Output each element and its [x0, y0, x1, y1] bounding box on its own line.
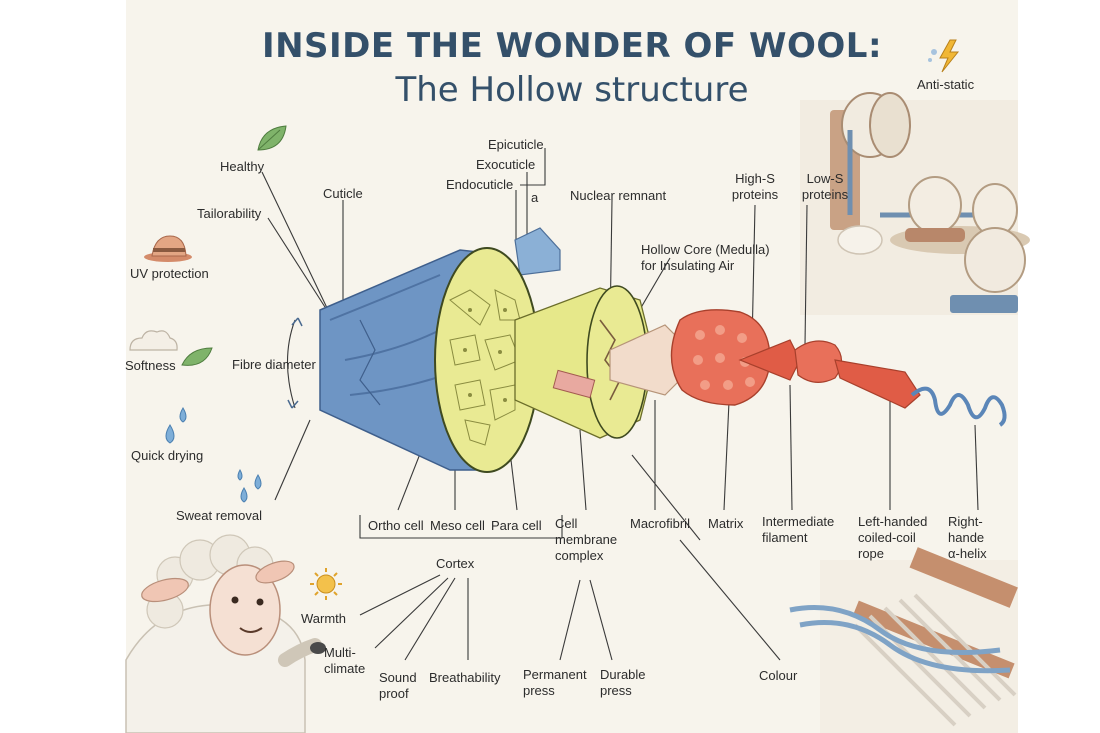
label-durable-press: Durable press [600, 667, 646, 698]
label-quick-drying: Quick drying [131, 448, 204, 463]
label-endocuticle: Endocuticle [446, 177, 514, 192]
loom-icon [789, 547, 1018, 733]
hat-icon [144, 235, 192, 262]
water-drops-icon [237, 468, 262, 503]
label-hollow-core: Hollow Core (Medulla) for Insulating Air [641, 242, 770, 273]
label-softness: Softness [125, 358, 176, 373]
epicuticle-layer [514, 227, 561, 276]
label-high-s-proteins: High-S proteins [731, 171, 779, 202]
label-sound-proof: Sound proof [379, 670, 417, 701]
label-permanent-press: Permanent press [523, 667, 587, 698]
label-cortex: Cortex [436, 556, 475, 571]
label-fibre-diameter: Fibre diameter [232, 357, 316, 372]
label-macrofibril: Macrofibril [630, 516, 690, 531]
spinning-wheel-icon [800, 92, 1030, 315]
label-warmth: Warmth [301, 611, 347, 626]
label-exocuticle: Exocuticle [476, 157, 536, 172]
title-line-2: The Hollow structure [395, 70, 749, 110]
cortex-section [434, 247, 540, 473]
label-alpha-helix: Right-hande α-helix [948, 514, 987, 561]
label-nuclear-remnant: Nuclear remnant [570, 188, 667, 203]
label-anti-static: Anti-static [917, 77, 975, 92]
label-matrix: Matrix [708, 516, 744, 531]
label-ortho-cell: Ortho cell [368, 518, 424, 533]
label-healthy: Healthy [220, 159, 265, 174]
leaf-icon [181, 347, 213, 366]
sheep-icon [125, 534, 326, 733]
label-para-cell: Para cell [491, 518, 542, 533]
label-coiled-coil-rope: Left-handed coiled-coil rope [858, 514, 928, 561]
label-meso-cell: Meso cell [430, 518, 485, 533]
label-sweat-removal: Sweat removal [176, 508, 262, 523]
fibre-diameter-arrows [287, 317, 303, 409]
lightning-icon [928, 39, 960, 73]
label-a: a [531, 190, 539, 205]
label-uv-protection: UV protection [130, 266, 209, 281]
label-low-s-proteins: Low-S proteins [801, 171, 849, 202]
label-cell-membrane-complex: Cell membrane complex [555, 516, 618, 563]
sun-icon [310, 568, 342, 600]
label-tailorability: Tailorability [197, 206, 262, 221]
label-cuticle: Cuticle [323, 186, 363, 201]
label-intermediate-filament: Intermediate filament [762, 514, 835, 545]
water-drops-icon [165, 407, 187, 444]
alpha-helix [910, 386, 1007, 427]
label-multi-climate: Multi- climate [324, 645, 366, 676]
cloud-icon [129, 330, 178, 351]
leaf-icon [257, 125, 287, 151]
title-line-1: INSIDE THE WONDER OF WOOL: [261, 26, 883, 66]
label-colour: Colour [759, 668, 798, 683]
label-breathability: Breathability [429, 670, 501, 685]
label-epicuticle: Epicuticle [488, 137, 544, 152]
matrix-fibril [670, 309, 921, 409]
